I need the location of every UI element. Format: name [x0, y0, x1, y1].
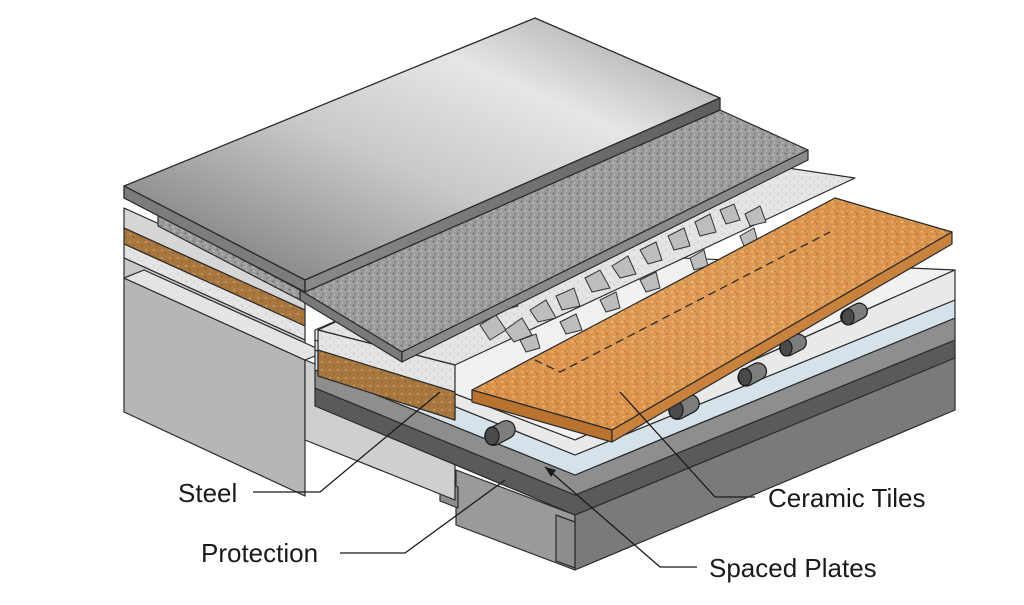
leader-lines [253, 391, 755, 568]
rod [840, 302, 868, 326]
protection-leader [340, 479, 506, 554]
rod [737, 362, 768, 387]
ceramic-tiles-leader [619, 391, 755, 498]
label-steel: Steel [178, 478, 238, 508]
ceramic-tiles-layer [471, 197, 953, 443]
granular-layer [157, 109, 809, 363]
spaced-plates-leader [544, 466, 697, 568]
left-edge-stack [123, 207, 326, 497]
arrow-head [545, 467, 556, 477]
steel-plate [123, 17, 721, 293]
label-protection: Protection [201, 538, 319, 568]
steel-leader [253, 391, 441, 493]
label-ceramic-tiles: Ceramic Tiles [768, 483, 926, 513]
rod [484, 420, 516, 446]
label-spaced-plates: Spaced Plates [709, 553, 877, 583]
